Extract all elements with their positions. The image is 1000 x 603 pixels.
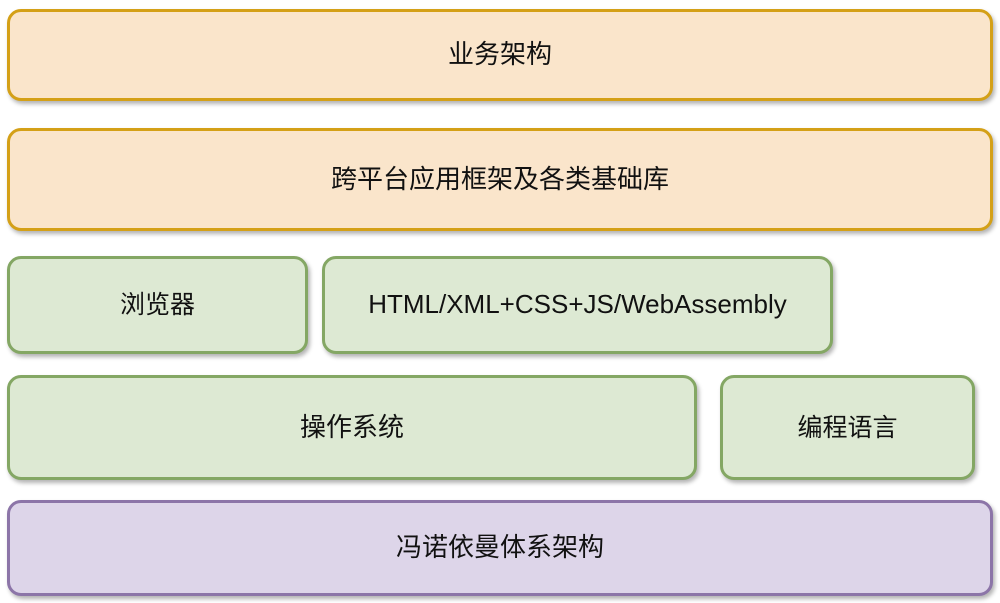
node-operating-system-label: 操作系统 xyxy=(299,411,404,442)
layer-row-framework: 跨平台应用框架及各类基础库 xyxy=(7,128,993,231)
node-business-architecture[interactable]: 业务架构 xyxy=(7,9,993,101)
layer-row-business: 业务架构 xyxy=(7,9,993,101)
node-operating-system[interactable]: 操作系统 xyxy=(7,375,697,480)
node-business-architecture-label: 业务架构 xyxy=(447,39,552,70)
layer-row-os-language: 操作系统 编程语言 xyxy=(7,375,993,480)
node-web-stack-label: HTML/XML+CSS+JS/WebAssembly xyxy=(368,289,787,320)
node-browser-label: 浏览器 xyxy=(119,291,195,319)
node-programming-language-label: 编程语言 xyxy=(797,413,898,442)
node-von-neumann-architecture[interactable]: 冯诺依曼体系架构 xyxy=(7,500,993,596)
layer-row-browser-web: 浏览器 HTML/XML+CSS+JS/WebAssembly xyxy=(7,256,993,354)
node-web-stack[interactable]: HTML/XML+CSS+JS/WebAssembly xyxy=(322,256,833,354)
node-von-neumann-architecture-label: 冯诺依曼体系架构 xyxy=(395,532,604,563)
layer-row-hardware: 冯诺依曼体系架构 xyxy=(7,500,993,596)
node-browser[interactable]: 浏览器 xyxy=(7,256,308,354)
node-cross-platform-framework[interactable]: 跨平台应用框架及各类基础库 xyxy=(7,128,993,231)
node-cross-platform-framework-label: 跨平台应用框架及各类基础库 xyxy=(330,163,669,194)
node-programming-language[interactable]: 编程语言 xyxy=(720,375,975,480)
